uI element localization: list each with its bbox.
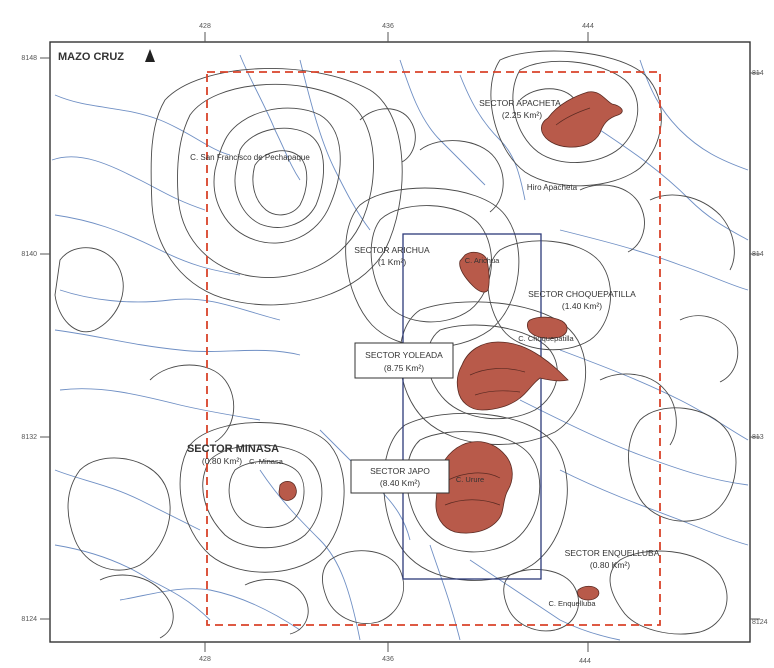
sector-yoleada-name: SECTOR YOLEADA: [365, 350, 443, 360]
sector-japo-name: SECTOR JAPO: [370, 466, 430, 476]
sector-apacheta-name: SECTOR APACHETA: [479, 98, 561, 108]
x-tick-top-3: 444: [582, 23, 594, 30]
sector-minasa-area: (0.80 Km²): [202, 456, 242, 466]
study-area-boundary: [206, 71, 661, 626]
place-san-francisco: C. San Francisco de Pechapaque: [190, 153, 310, 162]
deposit-arichua: [459, 251, 490, 293]
sector-yoleada-area: (8.75 Km²): [384, 363, 424, 373]
sector-minasa-name: SECTOR MINASA: [187, 443, 279, 455]
grid-ticks: [40, 32, 760, 652]
sector-japo-area: (8.40 Km²): [380, 478, 420, 488]
x-tick-bottom-2: 436: [382, 656, 394, 663]
japo-label-box: [350, 459, 450, 494]
x-tick-bottom-1: 428: [199, 656, 211, 663]
y-tick-left-4: 8124: [21, 616, 37, 623]
y-tick-left-2: 8140: [21, 251, 37, 258]
detail-area-box: [402, 233, 542, 580]
deposit-minasa: [278, 480, 297, 501]
yoleada-label-box: [354, 342, 454, 379]
sector-apacheta-area: (2.25 Km²): [502, 110, 542, 120]
y-tick-right-4: 8124: [752, 619, 768, 626]
deposit-enquelluba: [577, 585, 600, 601]
y-tick-right-2: 814: [752, 251, 764, 258]
deposit-yoleada: [456, 341, 569, 411]
place-enquelluba: C. Enquelluba: [548, 599, 596, 608]
place-choquepatilla: C. Choquepatilla: [518, 334, 574, 343]
deposit-choquepatilla: [526, 316, 568, 339]
place-hiro-apacheta: Hiro Apacheta: [527, 183, 578, 192]
x-tick-bottom-3: 444: [579, 658, 591, 665]
contour-lines: [54, 50, 739, 639]
north-arrow-icon: [145, 49, 155, 62]
sector-choquepatilla-area: (1.40 Km²): [562, 301, 602, 311]
deposit-apacheta: [540, 91, 623, 148]
sector-choquepatilla-name: SECTOR CHOQUEPATILLA: [528, 289, 636, 299]
place-arichua: C. Arichua: [465, 256, 500, 265]
x-tick-top-1: 428: [199, 23, 211, 30]
y-tick-right-3: 813: [752, 434, 764, 441]
deposit-areas: [278, 91, 623, 601]
deposit-internal-lines: [444, 107, 591, 506]
y-tick-right-1: 814: [752, 70, 764, 77]
y-tick-left-1: 8148: [21, 55, 37, 62]
sector-arichua-area: (1 Km²): [378, 257, 407, 267]
y-tick-left-3: 8132: [21, 434, 37, 441]
x-tick-top-2: 436: [382, 23, 394, 30]
place-minasa: C. Minasa: [249, 457, 284, 466]
sector-enquelluba-name: SECTOR ENQUELLUBA: [565, 548, 660, 558]
sector-enquelluba-area: (0.80 Km²): [590, 560, 630, 570]
map-frame: [49, 41, 751, 643]
map-title: MAZO CRUZ: [58, 51, 124, 63]
deposit-ururo: [435, 441, 513, 534]
sector-arichua-name: SECTOR ARICHUA: [354, 245, 430, 255]
place-ururo: C. Urure: [456, 475, 484, 484]
